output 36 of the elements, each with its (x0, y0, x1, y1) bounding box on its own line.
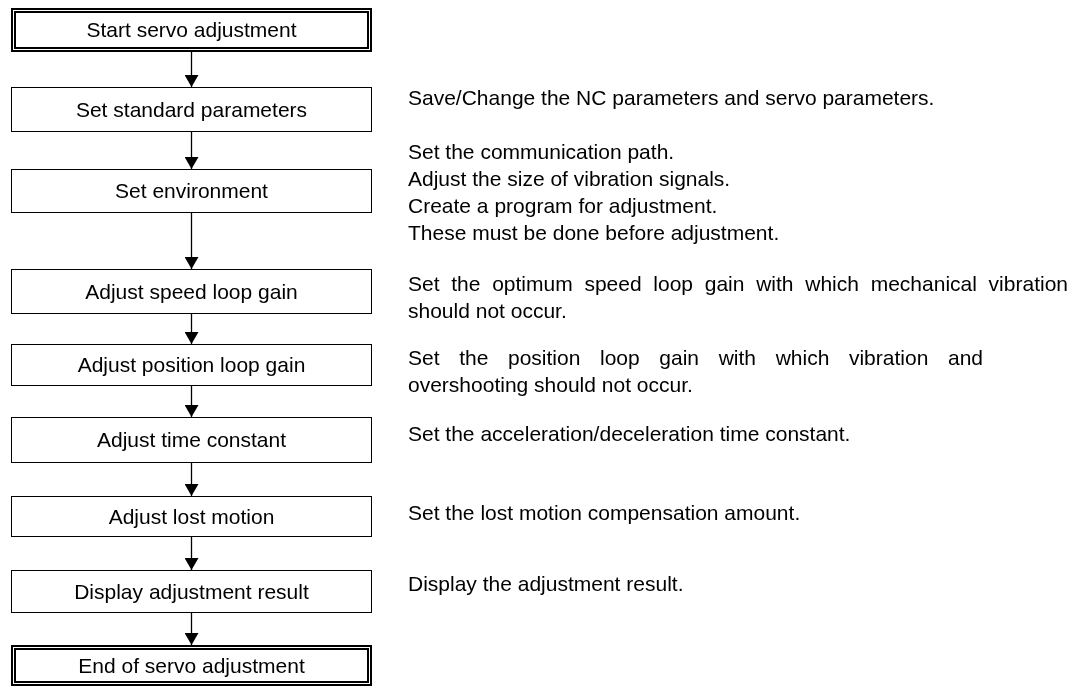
terminal-box (11, 645, 372, 686)
arrow (184, 131, 199, 170)
arrow (184, 536, 199, 571)
step-label: Start servo adjustment (86, 18, 297, 42)
terminal-box (11, 8, 372, 52)
step-description: Adjust the size of vibration signals. (408, 166, 732, 192)
step-description: Set the position loop gain with which vibration and overshooting should not occur. (408, 345, 983, 398)
process-box (11, 169, 372, 213)
step-description: These must be done before adjustment. (408, 220, 781, 246)
step-description: Set the communication path. (408, 139, 676, 165)
arrow (184, 385, 199, 418)
step-description: Set the optimum speed loop gain with which mechanical vibration should not occur. (408, 271, 1068, 324)
arrow (184, 462, 199, 497)
process-box (11, 496, 372, 537)
step-label: Adjust time constant (96, 428, 287, 452)
step-description: Set the lost motion compensation amount. (408, 500, 802, 526)
arrow (184, 612, 199, 646)
step-label: Adjust lost motion (108, 504, 275, 529)
arrow (184, 212, 199, 270)
step-label: End of servo adjustment (78, 653, 305, 678)
step-label: Adjust position loop gain (77, 353, 306, 377)
step-label: Display adjustment result (74, 579, 309, 604)
process-box (11, 269, 372, 314)
step-label: Adjust speed loop gain (85, 279, 298, 304)
step-description: Display the adjustment result. (408, 571, 685, 597)
process-box (11, 87, 372, 132)
step-description: Create a program for adjustment. (408, 193, 719, 219)
step-description: Set the acceleration/deceleration time constant. (408, 421, 852, 447)
arrow (184, 51, 199, 88)
arrow (184, 313, 199, 345)
process-box (11, 344, 372, 386)
process-box (11, 570, 372, 613)
process-box (11, 417, 372, 463)
step-description: Save/Change the NC parameters and servo parameters. (408, 85, 936, 111)
step-label: Set standard parameters (75, 97, 308, 122)
step-label: Set environment (115, 179, 268, 203)
